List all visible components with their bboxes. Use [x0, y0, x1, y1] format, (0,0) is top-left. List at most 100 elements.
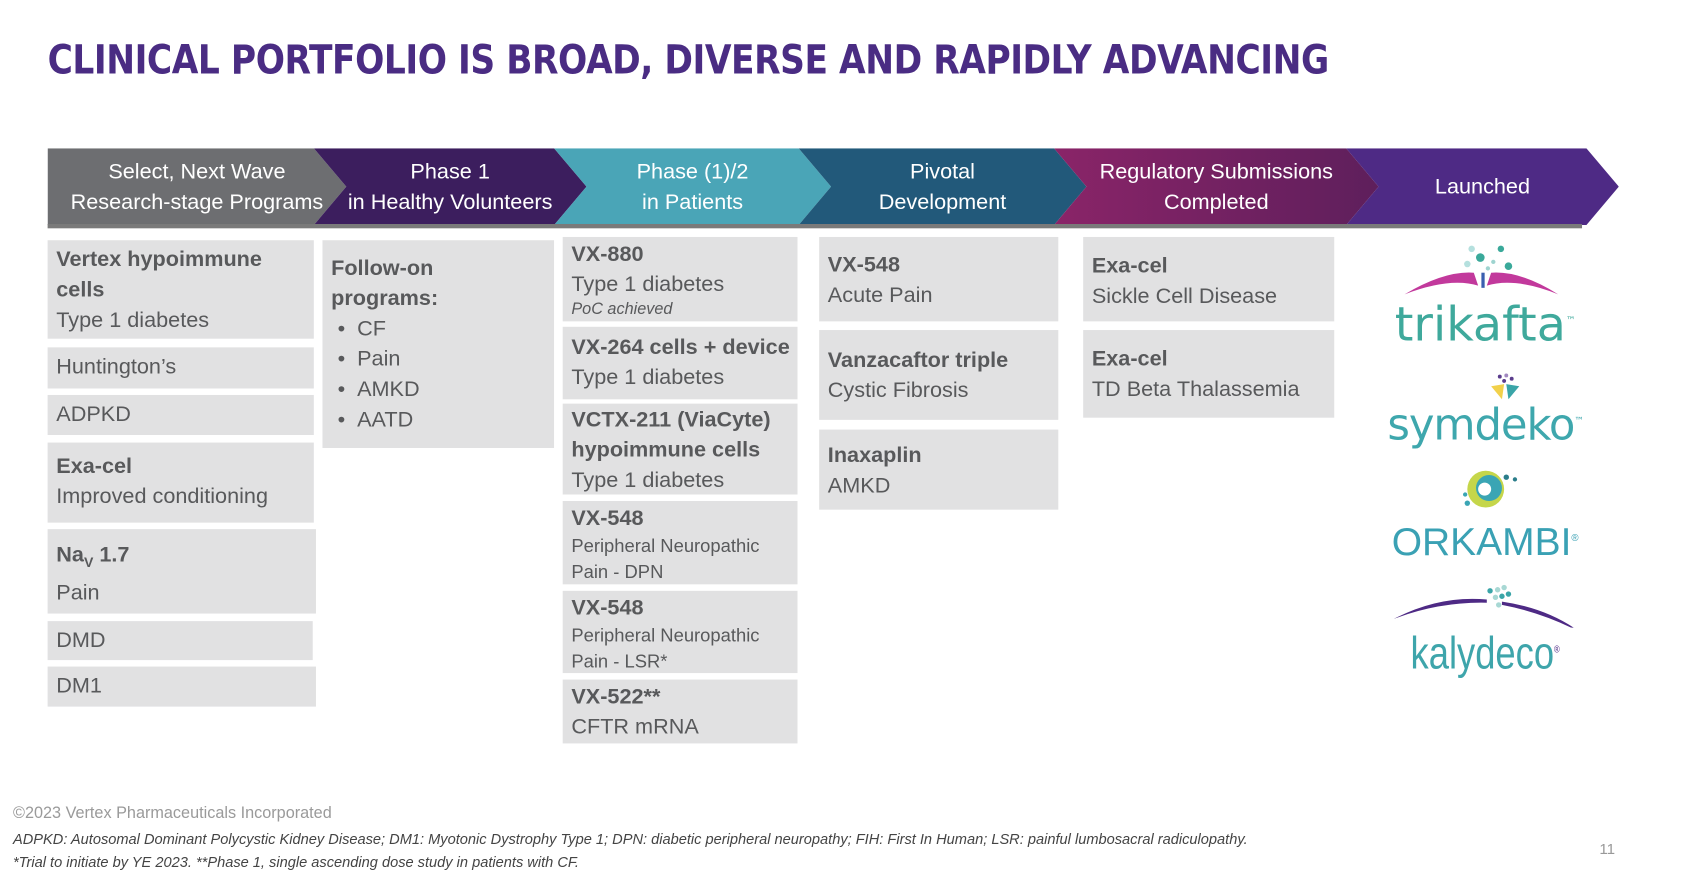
program-indication: Type 1 diabetes	[571, 468, 725, 493]
stage-label: Completed	[1163, 189, 1269, 214]
program-name: NaV 1.7	[56, 540, 307, 578]
list-item: CF	[338, 314, 545, 344]
program-card: Huntington’s	[47, 347, 314, 389]
list-item: AATD	[338, 405, 545, 435]
kalydeco-logo: kalydeco®	[1385, 584, 1585, 681]
stage-label: Phase (1)/2	[636, 159, 749, 184]
program-name: VX-548	[571, 596, 644, 621]
program-name: Vertex hypoimmune cells	[56, 247, 262, 302]
program-indication: Type 1 diabetes	[571, 272, 725, 297]
trademark: ™	[1565, 315, 1576, 327]
program-indication: Huntington’s	[56, 354, 177, 379]
program-card: ADPKD	[47, 394, 314, 436]
program-indication: DMD	[56, 628, 106, 653]
program-indication: Type 1 diabetes	[56, 308, 210, 333]
trikafta-logo: trikafta™	[1385, 240, 1585, 349]
orkambi-mark-icon	[1462, 470, 1518, 508]
copyright: ©2023 Vertex Pharmaceuticals Incorporate…	[12, 804, 332, 823]
page-number: 11	[1599, 839, 1616, 858]
program-card: Follow-on programs: CF Pain AMKD AATD	[322, 240, 555, 448]
logo-wordmark: trikafta	[1394, 297, 1566, 353]
stage-label: Development	[878, 189, 1007, 214]
stage-label: Research-stage Programs	[70, 189, 324, 214]
program-name-part: 1.7	[93, 543, 130, 568]
program-indication: Cystic Fibrosis	[827, 378, 969, 403]
trademark: ™	[1574, 416, 1584, 428]
list-item: AMKD	[338, 374, 545, 404]
program-name-subscript: V	[83, 554, 94, 571]
program-name: VX-522**	[571, 684, 661, 709]
trikafta-mark-icon	[1404, 245, 1559, 295]
program-name: Exa-cel	[1091, 347, 1168, 372]
program-name: VX-548	[827, 253, 901, 278]
program-name: Inaxaplin	[827, 443, 922, 468]
program-name: VCTX-211 (ViaCyte) hypoimmune cells	[571, 407, 771, 463]
stage-phase1: Phase 1 in Healthy Volunteers	[314, 148, 587, 225]
program-indication: TD Beta Thalassemia	[1091, 377, 1300, 402]
program-name: Exa-cel	[56, 454, 133, 479]
trademark: ®	[1554, 643, 1560, 655]
program-indication: Sickle Cell Disease	[1091, 284, 1278, 309]
program-indication: Peripheral Neuropathic Pain - DPN	[571, 535, 760, 583]
program-indication: Peripheral Neuropathic Pain - LSR*	[571, 625, 760, 672]
program-name: Exa-cel	[1091, 254, 1168, 279]
logo-wordmark: symdeko	[1387, 400, 1575, 451]
program-note: PoC achieved	[571, 299, 673, 319]
program-indication: ADPKD	[56, 402, 131, 427]
stage-label: in Patients	[642, 189, 744, 214]
program-name: VX-880	[571, 242, 644, 267]
program-card: VX-522** CFTR mRNA	[562, 679, 798, 744]
stage-label: in Healthy Volunteers	[347, 189, 553, 214]
stage-label: Launched	[1434, 174, 1531, 199]
stage-label: Phase 1	[410, 159, 490, 184]
stage-label: Pivotal	[910, 159, 975, 184]
program-card: Exa-cel TD Beta Thalassemia	[1083, 330, 1335, 418]
stage-phase2: Phase (1)/2 in Patients	[554, 148, 831, 225]
program-list: CF Pain AMKD AATD	[331, 314, 545, 435]
program-indication: DM1	[56, 674, 102, 698]
footnote-trials: *Trial to initiate by YE 2023. **Phase 1…	[12, 853, 579, 871]
program-name: Vanzacaftor triple	[827, 348, 1009, 373]
stage-launched: Launched	[1346, 148, 1619, 225]
divider	[47, 223, 1583, 229]
logo-wordmark: ORKAMBI	[1391, 519, 1572, 564]
page-title: CLINICAL PORTFOLIO IS BROAD, DIVERSE AND…	[47, 36, 1330, 84]
program-name-part: Na	[56, 543, 84, 568]
list-item: Pain	[338, 344, 545, 374]
stage-label: Regulatory Submissions	[1099, 159, 1333, 184]
logo-wordmark: kalydeco	[1410, 627, 1555, 679]
program-card: DMD	[47, 621, 313, 661]
program-indication: Type 1 diabetes	[571, 365, 725, 390]
program-indication: Improved conditioning	[56, 484, 269, 509]
program-indication: Acute Pain	[827, 283, 933, 308]
program-card: DM1	[47, 666, 316, 707]
footnote-abbreviations: ADPKD: Autosomal Dominant Polycystic Kid…	[12, 831, 1248, 848]
stage-label: Select, Next Wave	[108, 159, 286, 184]
program-name: VX-264 cells + device	[571, 335, 790, 360]
program-indication: CFTR mRNA	[571, 715, 699, 740]
program-name: Follow-on programs:	[331, 256, 439, 311]
program-indication: Pain	[56, 581, 100, 605]
trademark: ®	[1571, 532, 1579, 544]
program-indication: AMKD	[827, 473, 891, 498]
orkambi-logo: ORKAMBI®	[1385, 467, 1585, 561]
symdeko-mark-icon	[1491, 373, 1520, 400]
symdeko-logo: symdeko™	[1385, 373, 1585, 449]
kalydeco-mark-icon	[1393, 584, 1580, 632]
